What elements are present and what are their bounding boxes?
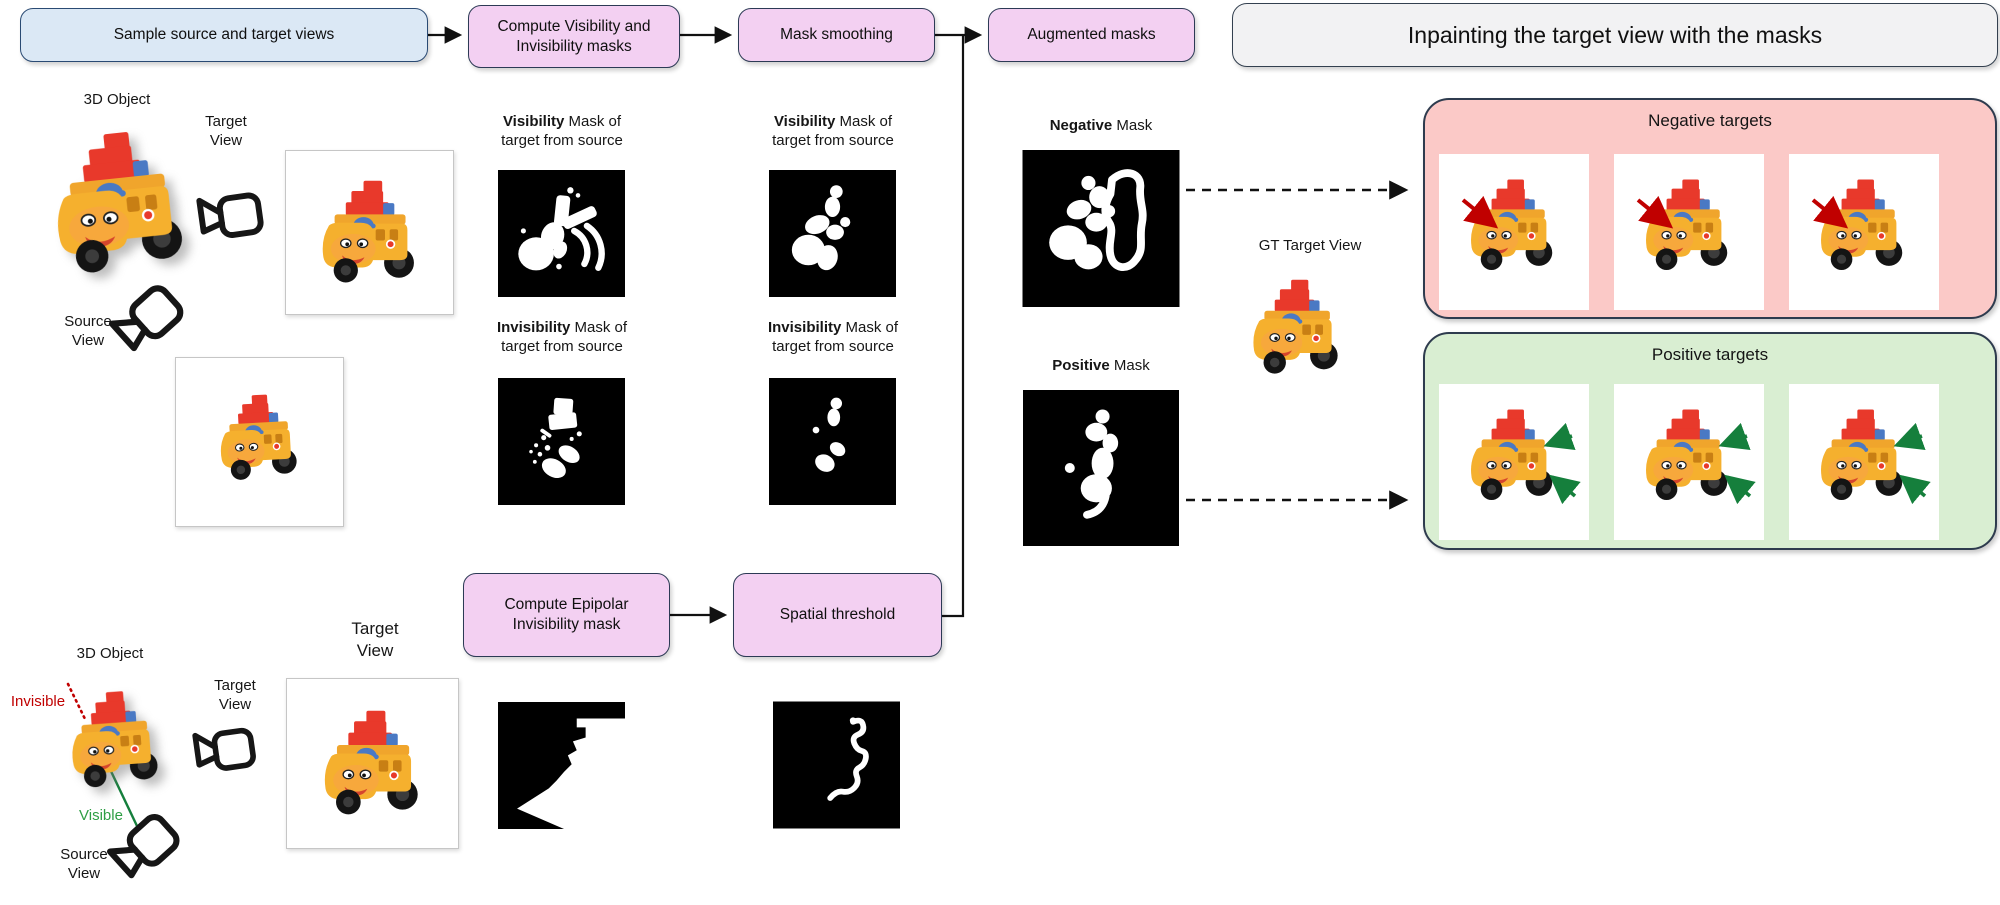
visible-label: Visible	[79, 807, 123, 824]
flow-box-inpainting-title: Inpainting the target view with the mask…	[1232, 3, 1998, 67]
visibility-mask-raw-image	[498, 170, 625, 297]
source-view-label-top: Source View	[64, 313, 112, 349]
negative-target-image-3	[1789, 154, 1939, 310]
target-view-truck-top	[310, 177, 432, 289]
inpainting-title-label: Inpainting the target view with the mask…	[1407, 22, 1823, 48]
invisible-label: Invisible	[10, 693, 66, 710]
target-view-truck-bottom	[312, 707, 436, 821]
visibility-mask-label-raw: Visibility Mask of target from source	[501, 113, 623, 149]
invisibility-mask-label-smooth: Invisibility Mask of target from source	[767, 319, 899, 355]
positive-targets-title: Positive targets	[1651, 345, 1769, 364]
positive-arrows-3	[1893, 422, 1931, 505]
target-camera-icon-top	[192, 181, 274, 253]
epipolar-invisibility-mask-image	[498, 702, 625, 829]
positive-mask-label: Positive Mask	[1052, 357, 1150, 374]
negative-target-image-2	[1614, 154, 1764, 310]
target-view-label-top: Target View	[205, 113, 247, 149]
negative-targets-title: Negative targets	[1648, 111, 1772, 130]
invisibility-mask-label-raw: Invisibility Mask of target from source	[496, 319, 628, 355]
object-label-bottom: 3D Object	[76, 645, 144, 662]
positive-arrows-2	[1718, 422, 1756, 505]
3d-object-truck-bottom	[56, 680, 176, 800]
source-view-truck	[208, 387, 313, 488]
target-camera-icon-bottom	[188, 717, 265, 784]
invisibility-mask-raw-image	[498, 378, 625, 505]
visibility-word: Visibility	[502, 113, 565, 130]
flow-box-mask-smoothing: Mask smoothing	[738, 8, 935, 62]
flow-box-compute-epipolar: Compute Epipolar Invisibility mask	[463, 573, 670, 657]
flow-box-spatial-threshold-label: Spatial threshold	[779, 606, 896, 623]
object-label-top: 3D Object	[83, 91, 151, 108]
positive-arrows-1	[1543, 422, 1581, 505]
flow-box-spatial-threshold: Spatial threshold	[733, 573, 942, 657]
flow-box-augmented-masks-label: Augmented masks	[1027, 26, 1156, 43]
target-view-label-bottom: Target View	[214, 677, 256, 713]
gt-target-view-label: GT Target View	[1258, 237, 1362, 254]
negative-target-tiles	[1439, 154, 1939, 310]
negative-targets-panel: Negative targets	[1423, 98, 1997, 319]
flow-box-sample-views: Sample source and target views	[20, 8, 428, 62]
target-view-label-frame-bottom: Target View	[351, 619, 399, 660]
invisibility-mask-smooth-image	[769, 378, 896, 505]
positive-target-image-1	[1439, 384, 1589, 540]
negative-mask-label: Negative Mask	[1049, 117, 1153, 134]
target-view-image-top	[285, 150, 454, 315]
target-view-image-bottom	[286, 678, 459, 849]
connector-threshold-to-augmented	[942, 36, 965, 618]
flow-box-sample-views-label: Sample source and target views	[113, 26, 335, 43]
positive-targets-panel: Positive targets	[1423, 332, 1997, 550]
source-view-image	[175, 357, 344, 527]
flow-box-compute-epipolar-label: Compute Epipolar Invisibility mask	[504, 596, 629, 633]
positive-mask-image	[1022, 390, 1180, 546]
visibility-mask-smooth-image	[769, 170, 896, 297]
flow-box-augmented-masks: Augmented masks	[988, 8, 1195, 62]
flow-box-compute-masks-label: Compute Visibility and Invisibility mask…	[497, 17, 651, 55]
positive-target-tiles	[1439, 384, 1939, 540]
flow-box-mask-smoothing-label: Mask smoothing	[780, 26, 893, 43]
flow-box-compute-masks: Compute Visibility and Invisibility mask…	[468, 5, 680, 68]
positive-target-image-3	[1789, 384, 1939, 540]
negative-mask-image	[1022, 150, 1180, 307]
spatial-threshold-mask-image	[773, 701, 900, 829]
3d-object-truck-top	[31, 120, 211, 286]
source-view-label-bottom: Source View	[60, 846, 108, 882]
negative-arrow-2	[1636, 195, 1674, 229]
gt-target-view-truck	[1242, 272, 1354, 384]
negative-arrow-3	[1811, 195, 1849, 229]
positive-target-image-2	[1614, 384, 1764, 540]
negative-arrow-1	[1461, 195, 1499, 229]
negative-target-image-1	[1439, 154, 1589, 310]
visibility-mask-label-smooth: Visibility Mask of target from source	[772, 113, 894, 149]
